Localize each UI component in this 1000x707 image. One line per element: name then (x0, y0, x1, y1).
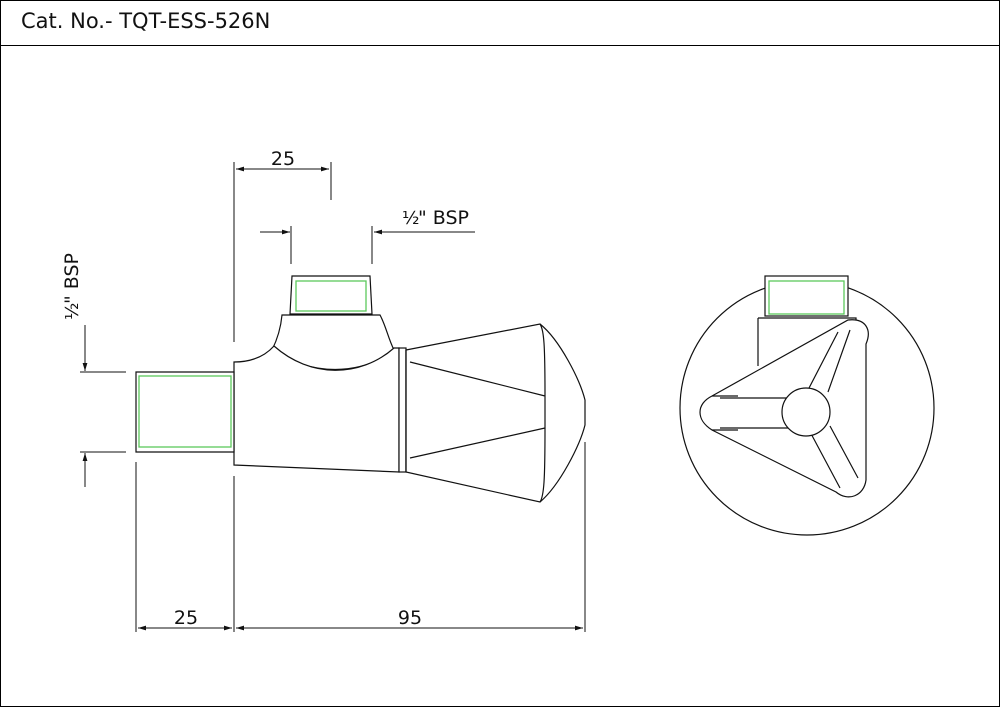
left-thread (135, 371, 235, 453)
end-view (679, 275, 935, 536)
title-bar: Cat. No.- TQT-ESS-526N (1, 1, 999, 46)
top-thread (289, 275, 373, 315)
top-collar (271, 314, 395, 371)
dim-overall: 95 (398, 607, 422, 629)
side-bsp-fraction: ½ (62, 303, 83, 320)
top-bsp-suffix: " BSP (418, 207, 469, 229)
side-bsp-suffix: " BSP (61, 253, 83, 304)
handle (405, 323, 586, 503)
top-bsp-fraction: ½ (402, 208, 419, 229)
catalog-number: Cat. No.- TQT-ESS-526N (21, 9, 271, 33)
top-bsp-label: ½ " BSP (402, 207, 469, 229)
dim-bottom-left: 25 (174, 607, 198, 629)
dim-top-width: 25 (271, 148, 295, 170)
dimension-lines (80, 162, 586, 632)
side-view (135, 275, 586, 503)
valve-body (233, 345, 400, 473)
end-thread (764, 275, 849, 317)
handle-hub (781, 387, 831, 437)
side-bsp-label: ½ " BSP (61, 253, 83, 320)
ring (398, 347, 407, 473)
